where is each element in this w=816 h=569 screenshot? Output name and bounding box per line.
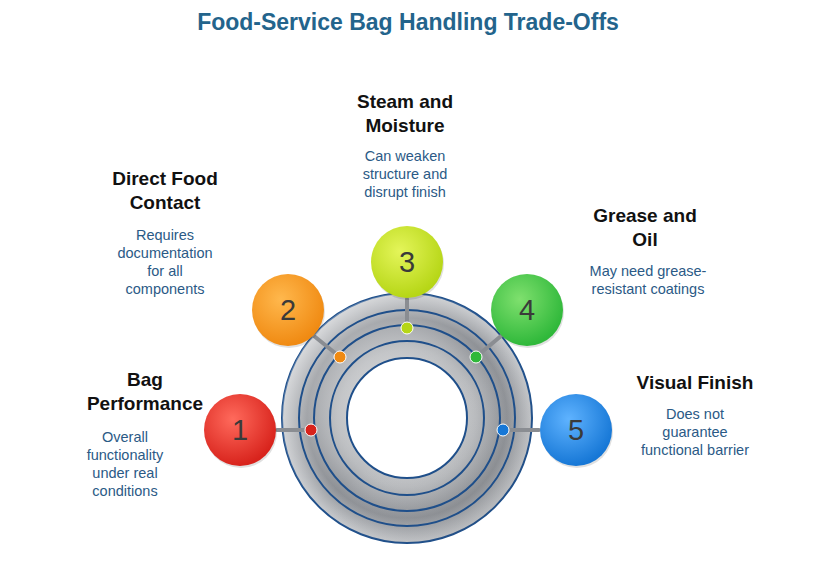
node-description: Does not guarantee functional barrier [634, 405, 756, 459]
ring-marker [497, 424, 509, 436]
ring-marker [470, 351, 482, 363]
circle-fill [540, 394, 612, 466]
circle-fill [204, 394, 276, 466]
ring-marker [305, 424, 317, 436]
node-description: Can weaken structure and disrupt finish [348, 147, 463, 201]
callout-number: 1 [203, 393, 277, 467]
circle-fill [252, 274, 324, 346]
circle-fill [491, 274, 563, 346]
callout-number: 2 [251, 273, 325, 347]
numbered-circle: 4Grease and OilMay need grease-resistant… [490, 273, 564, 347]
ring-groove [330, 341, 484, 495]
ring-hole [347, 358, 467, 478]
node-heading: Direct Food Contact [95, 167, 235, 215]
numbered-circle: 5Visual FinishDoes not guarantee functio… [539, 393, 613, 467]
callout-number: 4 [490, 273, 564, 347]
node-description: May need grease-resistant coatings [573, 262, 723, 298]
node-heading: Bag Performance [80, 368, 210, 416]
node-heading: Grease and Oil [580, 204, 710, 252]
node-description: Requires documentation for all component… [108, 226, 223, 298]
numbered-circle: 1Bag PerformanceOverall functionality un… [203, 393, 277, 467]
ring-groove [314, 325, 500, 511]
diagram-title: Food-Service Bag Handling Trade-Offs [0, 9, 816, 36]
numbered-circle: 2Direct Food ContactRequires documentati… [251, 273, 325, 347]
node-description: Overall functionality under real conditi… [75, 428, 175, 500]
node-heading: Steam and Moisture [335, 90, 475, 138]
numbered-circle: 3Steam and MoistureCan weaken structure … [370, 225, 444, 299]
callout-number: 3 [370, 225, 444, 299]
ring-marker [334, 351, 346, 363]
callout-number: 5 [539, 393, 613, 467]
ring-marker [401, 322, 413, 334]
circle-fill [371, 226, 443, 298]
node-heading: Visual Finish [610, 371, 780, 395]
ring-groove [299, 310, 515, 526]
ring-markers [305, 322, 509, 436]
